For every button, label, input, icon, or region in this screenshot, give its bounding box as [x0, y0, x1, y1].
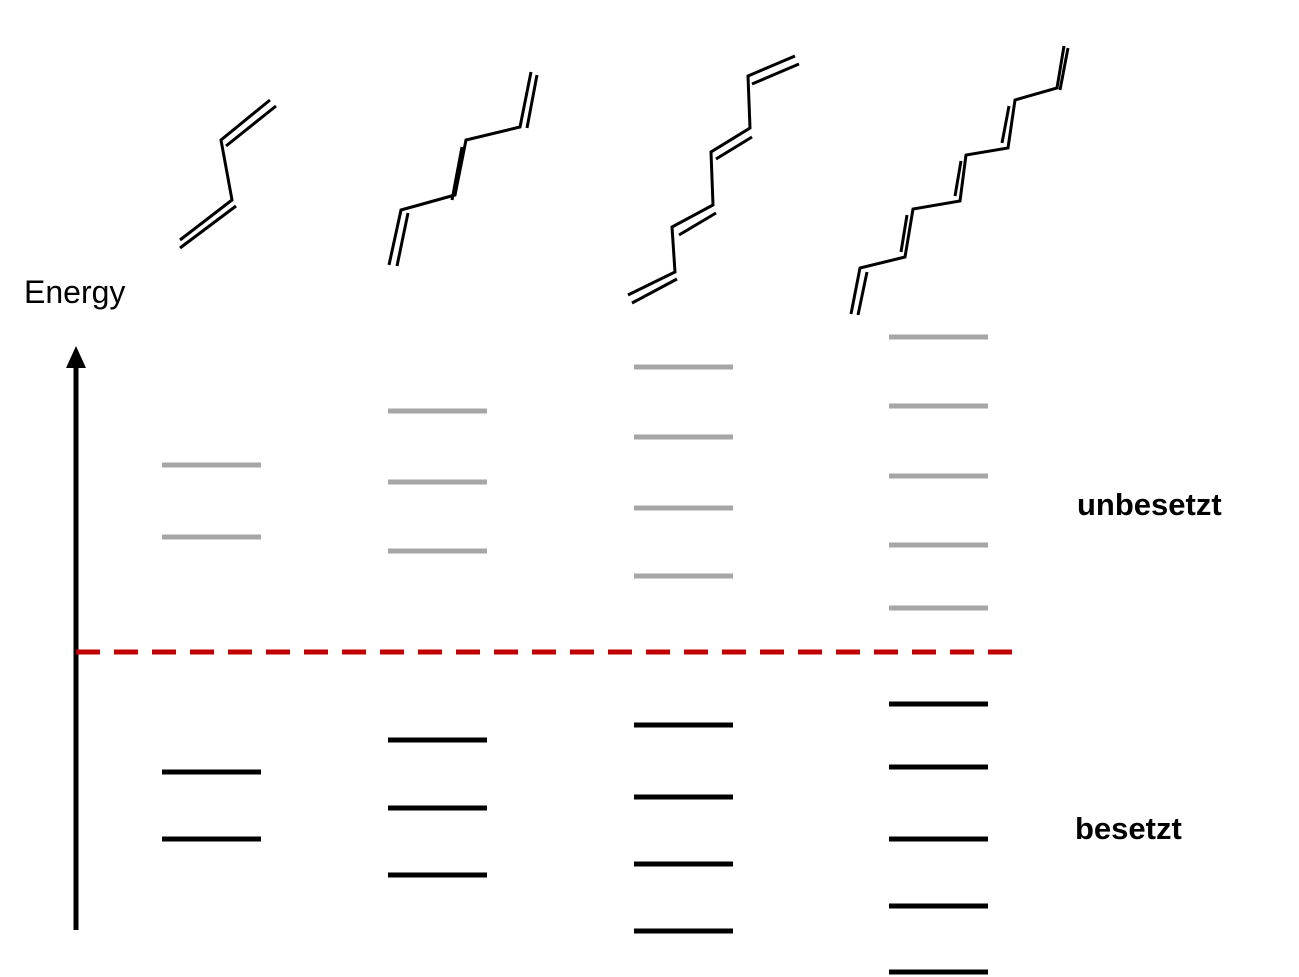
double-bond-line	[856, 271, 869, 316]
double-bond-line	[1058, 47, 1070, 91]
double-bond-line	[751, 62, 800, 86]
molecule-structure-hexatriene	[387, 71, 539, 267]
occupied-levels	[162, 769, 261, 842]
energy-axis-arrowhead	[66, 346, 86, 368]
unoccupied-levels	[889, 334, 988, 611]
unoccupied-levels	[388, 408, 487, 554]
molecule-column-3	[627, 54, 800, 934]
unoccupied-levels	[634, 364, 733, 579]
double-bond-line	[715, 135, 753, 161]
molecule-column-4	[849, 45, 1070, 975]
molecule-structure-decapentaene	[849, 45, 1070, 316]
molecule-structure-butadiene	[179, 98, 277, 250]
molecule-structure-octatetraene	[627, 54, 800, 305]
double-bond-line	[899, 214, 909, 253]
occupied-levels	[388, 737, 487, 878]
occupied-levels	[889, 701, 988, 975]
double-bond-line	[953, 160, 963, 197]
occupied-levels	[634, 722, 733, 934]
carbon-skeleton	[179, 98, 271, 242]
double-bond-line	[450, 146, 464, 201]
unoccupied-region-label: unbesetzt	[1077, 487, 1222, 522]
energy-axis	[66, 346, 86, 930]
energy-axis-label: Energy	[24, 274, 126, 310]
double-bond-line	[1000, 105, 1011, 144]
double-bond-line	[678, 211, 717, 237]
carbon-skeleton	[627, 54, 796, 297]
molecule-column-1	[162, 98, 277, 842]
unoccupied-levels	[162, 462, 261, 540]
double-bond-line	[179, 204, 237, 250]
double-bond-line	[395, 212, 410, 267]
double-bond-line	[225, 104, 277, 148]
double-bond-line	[631, 277, 678, 305]
carbon-skeleton	[387, 71, 533, 266]
molecule-column-2	[387, 71, 539, 878]
double-bond-line	[525, 74, 539, 129]
occupied-region-label: besetzt	[1075, 811, 1182, 846]
carbon-skeleton	[849, 45, 1066, 315]
